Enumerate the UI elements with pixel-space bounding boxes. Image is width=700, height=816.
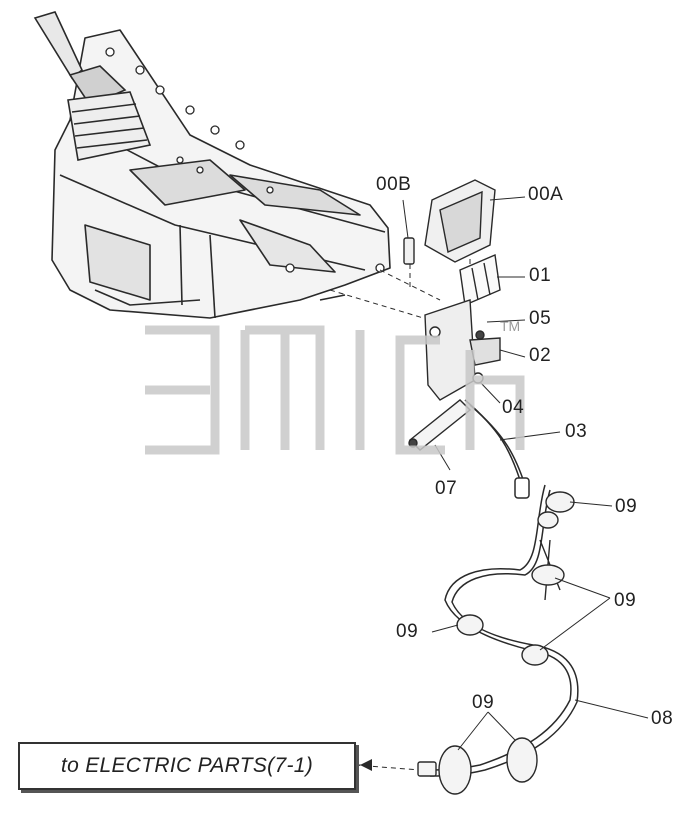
label-09-right: 09 bbox=[614, 590, 637, 611]
cable-clips bbox=[417, 491, 575, 795]
bracket-parts bbox=[403, 179, 501, 307]
electric-parts-reference-text: to ELECTRIC PARTS(7-1) bbox=[60, 754, 314, 777]
label-00a: 00A bbox=[528, 184, 564, 205]
label-05: 05 bbox=[529, 308, 552, 329]
label-08: 08 bbox=[651, 708, 674, 729]
label-04: 04 bbox=[502, 397, 525, 418]
watermark-tm: TM bbox=[500, 318, 521, 334]
label-09-left: 09 bbox=[396, 621, 419, 642]
label-01: 01 bbox=[529, 265, 552, 286]
label-02: 02 bbox=[529, 345, 552, 366]
watermark-logo bbox=[145, 325, 525, 455]
joystick-housing bbox=[51, 29, 391, 319]
electric-parts-reference-box: to ELECTRIC PARTS(7-1) bbox=[18, 742, 356, 790]
label-03: 03 bbox=[565, 421, 588, 442]
label-09-bottom: 09 bbox=[472, 692, 495, 713]
switch-mount bbox=[408, 299, 501, 451]
joystick-lever bbox=[33, 11, 152, 161]
label-07: 07 bbox=[435, 478, 458, 499]
cable-harness bbox=[424, 399, 579, 777]
reference-arrow bbox=[360, 759, 372, 771]
housing-buttons bbox=[105, 47, 385, 273]
label-09-top: 09 bbox=[615, 496, 638, 517]
leader-lines bbox=[355, 196, 649, 766]
label-00b: 00B bbox=[376, 174, 412, 195]
